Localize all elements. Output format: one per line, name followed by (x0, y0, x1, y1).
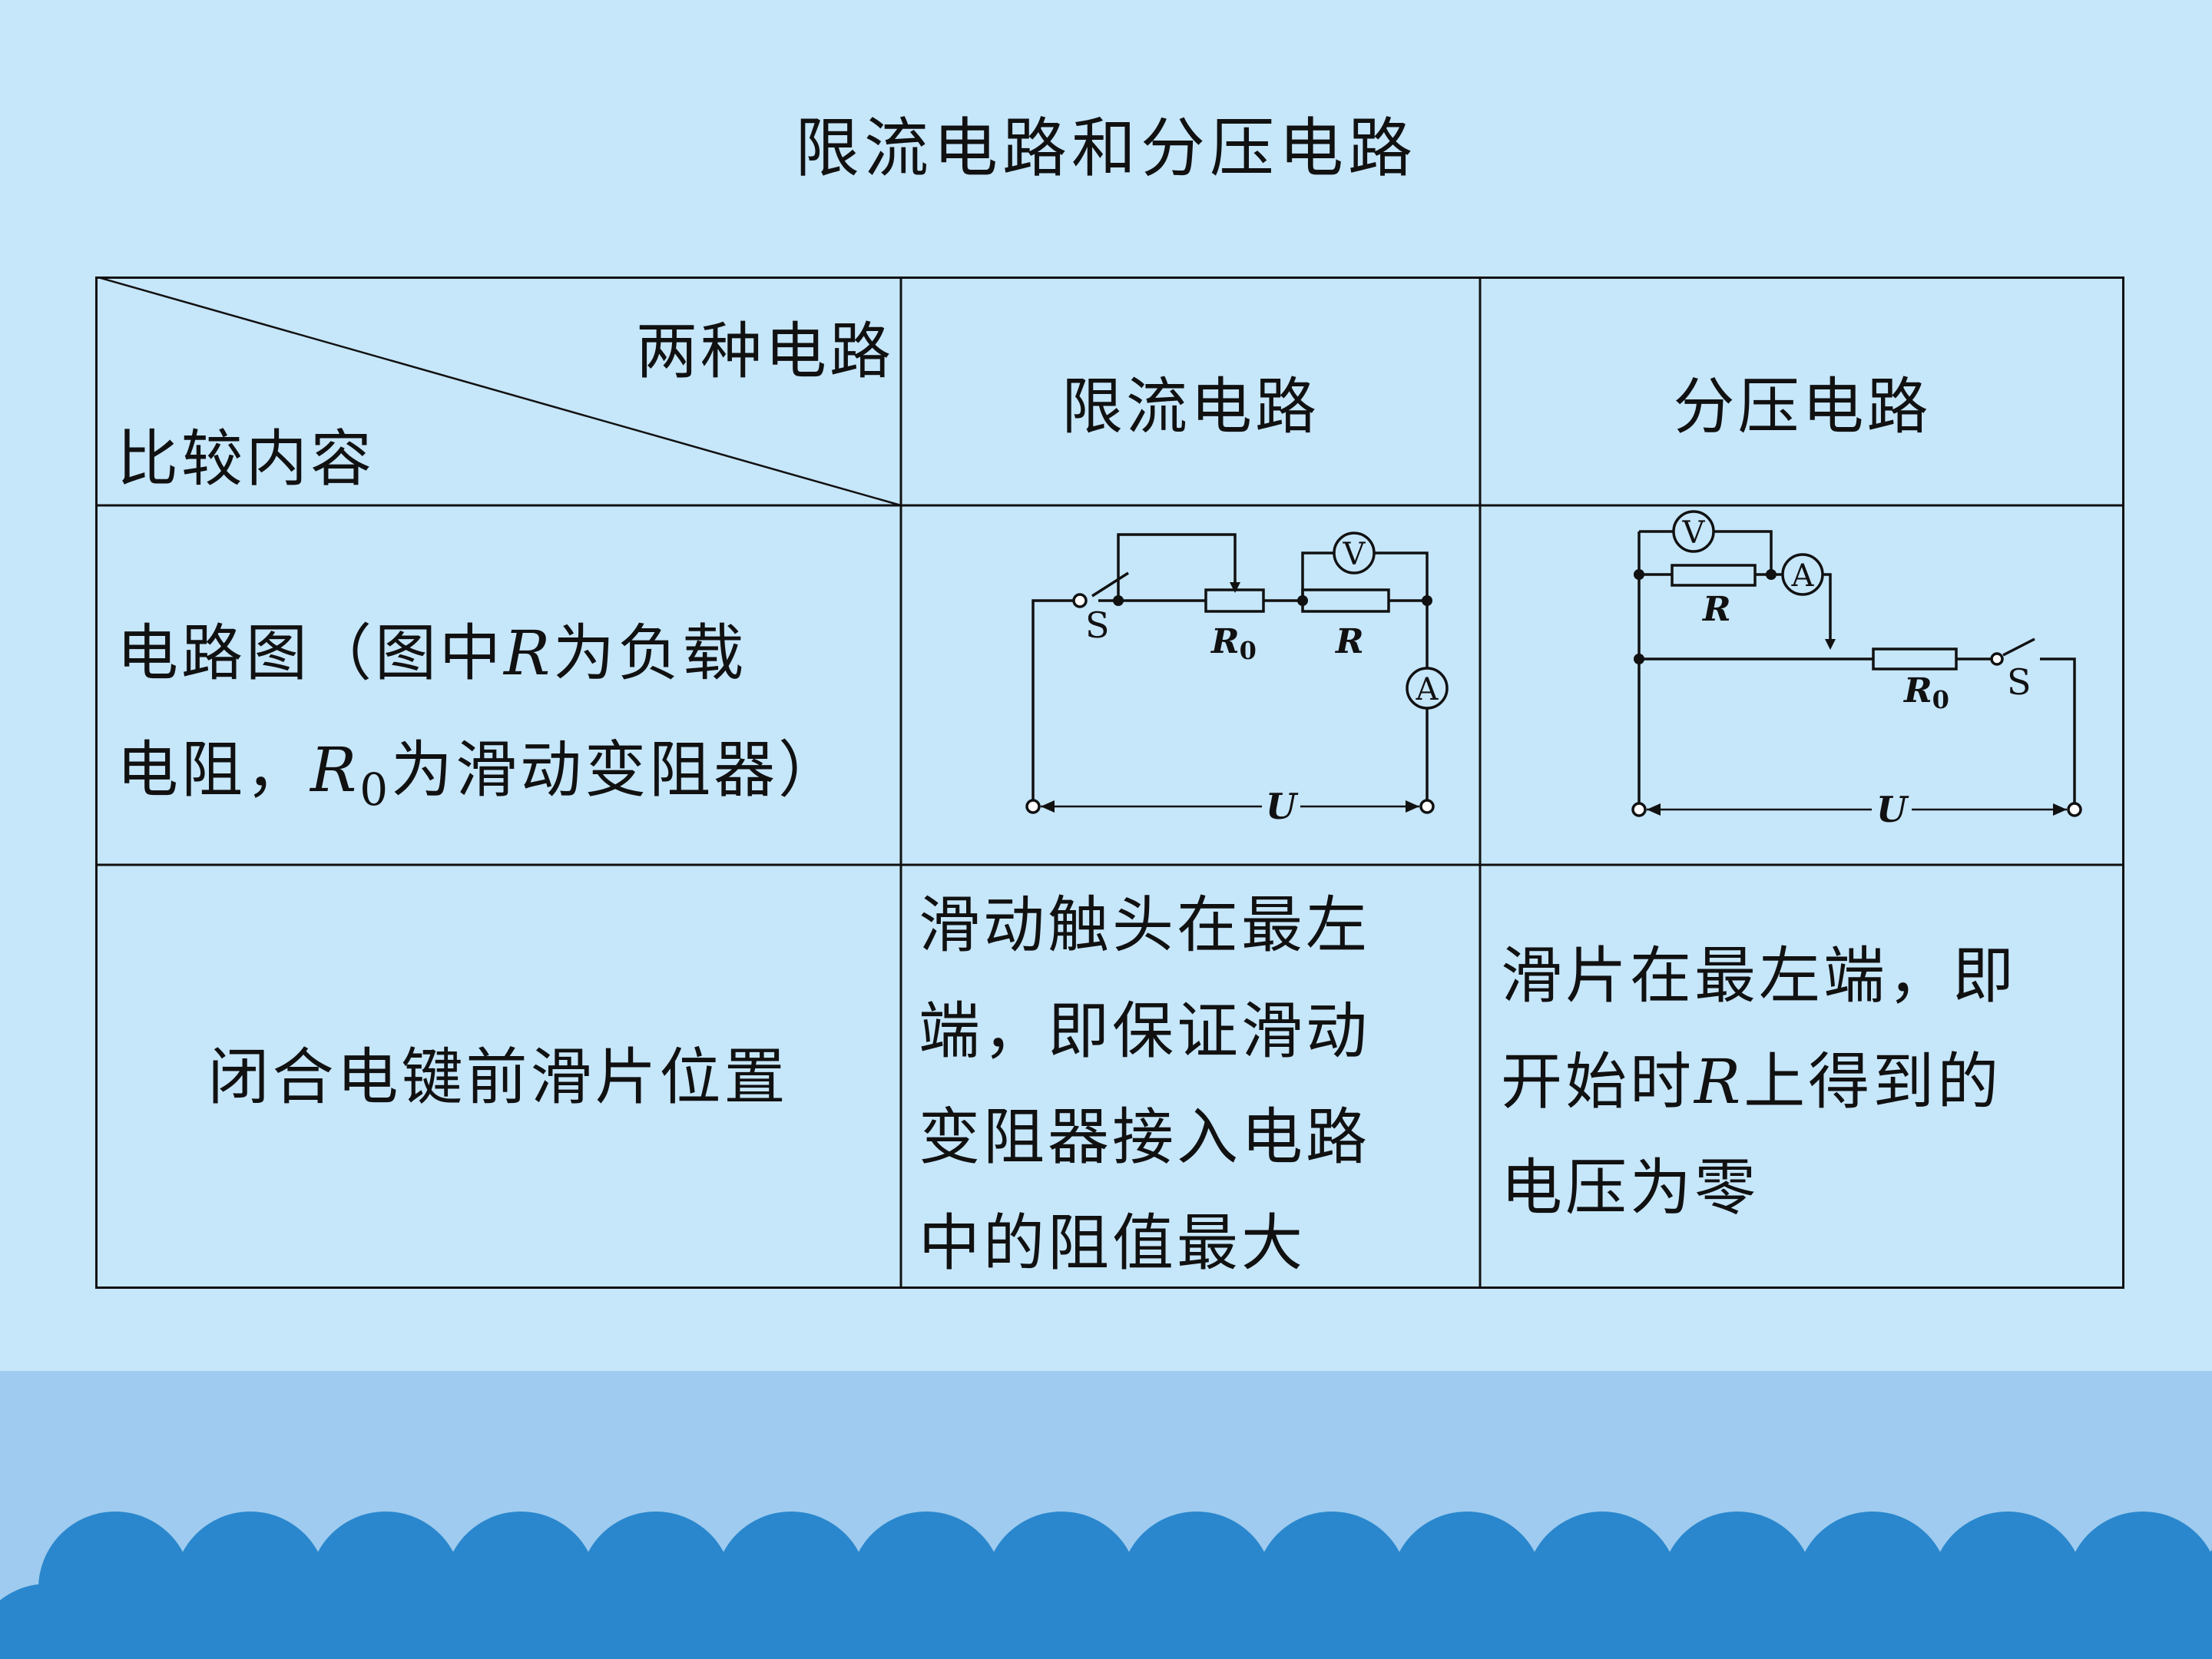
slide-title: 限流电路和分压电路 (794, 111, 1417, 186)
limit-slider-description: 滑动触头在最左 端，即保证滑动 变阻器接入电路 中的阻值最大 (919, 873, 1472, 1296)
wave-scallop (1052, 1584, 1206, 1659)
row-label-line1-pre: 电路图（图中 (117, 618, 504, 689)
rheostat-letter-2: R (1902, 671, 1932, 710)
wave-scallop (1728, 1584, 1882, 1659)
col-header-limit-circuit: 限流电路 (1061, 371, 1320, 442)
voltage-label: U (1266, 786, 1299, 827)
divider-line-2-var: R (1694, 1046, 1744, 1118)
row-label-line2-post: 为滑动变阻器） (391, 734, 843, 806)
switch-label: S (1085, 604, 1110, 646)
wave-scallop (2134, 1584, 2212, 1659)
wave-scallop (241, 1584, 395, 1659)
table-grid (95, 276, 2124, 1289)
voltage-label-2: U (1876, 789, 1909, 830)
wave-scallop (1458, 1584, 1611, 1659)
rheostat-subscript-2: 0 (1932, 685, 1949, 714)
rheostat-subscript: 0 (1240, 636, 1257, 665)
voltmeter-label: V (1343, 537, 1366, 572)
load-label-2: R (1701, 590, 1731, 629)
limit-line-3: 变阻器接入电路 (919, 1101, 1370, 1173)
ammeter-label-2: A (1791, 558, 1815, 594)
row-label-line2-var: R (310, 734, 360, 806)
wave-scallop (782, 1584, 935, 1659)
divider-circuit-diagram: V A R R0 S U (1631, 510, 2082, 830)
wave-scallop (0, 1584, 124, 1659)
rheostat-label-2: R0 (1902, 671, 1949, 714)
rheostat-letter: R (1210, 622, 1240, 661)
wave-scallop (647, 1584, 800, 1659)
rheostat-label: R0 (1210, 622, 1257, 665)
wave-scallop (1863, 1584, 2017, 1659)
wave-scallop (917, 1584, 1071, 1659)
divider-line-2: 开始时R上得到的 (1501, 1029, 2119, 1135)
wave-scallop (376, 1584, 530, 1659)
row-label-line2-sub: 0 (359, 763, 392, 816)
ammeter-label: A (1416, 672, 1439, 707)
corner-header-circuits: 两种电路 (636, 316, 894, 387)
wave-decoration (0, 1512, 2212, 1659)
corner-header-compare: 比较内容 (117, 423, 375, 495)
divider-line-2-post: 上得到的 (1743, 1046, 2002, 1118)
limit-line-2: 端，即保证滑动 (919, 995, 1370, 1067)
wave-scallop (512, 1584, 665, 1659)
divider-line-2-pre: 开始时 (1501, 1046, 1694, 1118)
divider-line-3: 电压为零 (1501, 1152, 1759, 1224)
load-label: R (1334, 622, 1364, 661)
divider-line-1: 滑片在最左端，即 (1501, 940, 2017, 1012)
limit-line-1: 滑动触头在最左 (919, 889, 1370, 961)
row-label-line1-var: R (504, 618, 554, 689)
wave-scallop (1323, 1584, 1476, 1659)
row-label-circuit-diagram: 电路图（图中R为负载 电阻，R0为滑动变阻器） (117, 595, 900, 848)
row-label-line1-post: 为负载 (553, 618, 747, 689)
row-label-line2-pre: 电阻， (117, 734, 310, 806)
voltmeter-label-2: V (1682, 515, 1706, 551)
switch-label-2: S (2007, 661, 2032, 703)
wave-scallop (1187, 1584, 1341, 1659)
wave-scallop (1998, 1584, 2152, 1659)
wave-scallop (1593, 1584, 1747, 1659)
wave-scallop (106, 1584, 260, 1659)
limiting-circuit-diagram: S R0 R V A U (1025, 531, 1449, 827)
comparison-table: 两种电路 比较内容 限流电路 分压电路 电路图（图中R为负载 电阻，R0为滑动变… (95, 276, 2124, 1289)
divider-slider-description: 滑片在最左端，即 开始时R上得到的 电压为零 (1501, 923, 2119, 1241)
col-header-divider-circuit: 分压电路 (1673, 371, 1932, 442)
row-label-slider-position: 闭合电键前滑片位置 (207, 1041, 789, 1113)
limit-line-4: 中的阻值最大 (919, 1207, 1306, 1279)
